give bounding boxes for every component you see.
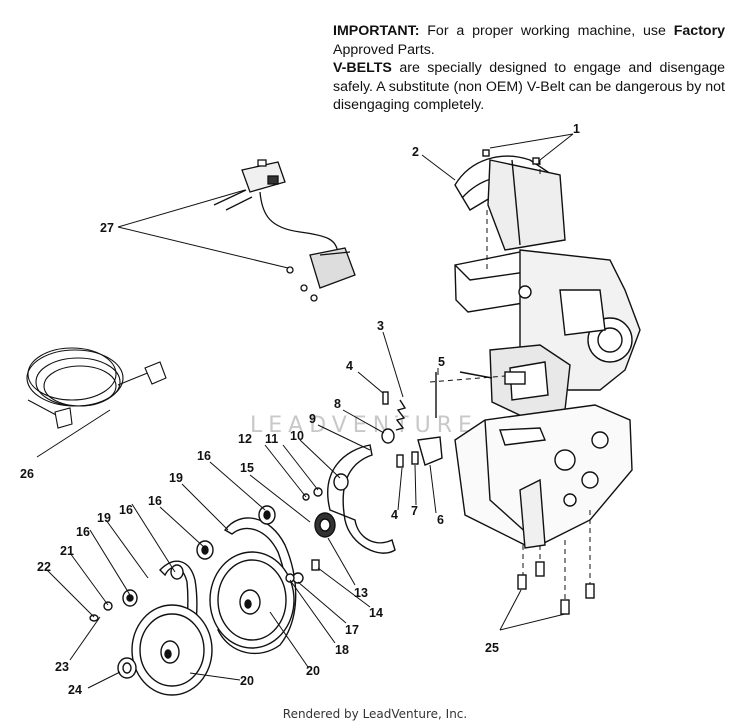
extension-cord [26,347,167,429]
important-notice: IMPORTANT: For a proper working machine,… [333,22,725,115]
callout-16-a: 16 [197,449,211,463]
callout-16-b: 16 [148,494,162,508]
callout-16-d: 16 [76,525,90,539]
callout-5: 5 [438,355,445,369]
callout-20-upper: 20 [306,664,320,678]
callout-4-lower: 4 [391,508,398,522]
pulleys [89,372,443,696]
callout-2: 2 [412,145,419,159]
callout-26: 26 [20,467,34,481]
callout-10: 10 [290,429,304,443]
notice-factory-word: Factory [673,23,725,39]
callout-12: 12 [238,432,252,446]
callout-15: 15 [240,461,254,475]
callout-6: 6 [437,513,444,527]
callout-7: 7 [411,504,418,518]
callout-3: 3 [377,319,384,333]
notice-important-label: IMPORTANT: [333,23,420,39]
notice-line2: Approved Parts. [333,41,435,58]
electric-starter-switch [213,159,356,302]
callout-14: 14 [369,606,383,620]
callout-4-upper: 4 [346,359,353,373]
engine-assembly [429,149,641,615]
frame-plate [454,404,633,546]
footer-credit: Rendered by LeadVenture, Inc. [282,707,468,721]
callout-1: 1 [573,122,580,136]
notice-vbelts-text: are specially designed to engage and dis… [333,60,725,113]
chute-body [487,159,566,251]
callouts: 1 2 3 4 5 8 9 10 11 12 16 15 19 16 16 16… [20,122,580,697]
leader-lines [36,133,574,689]
callout-19-a: 19 [169,471,183,485]
callout-13: 13 [354,586,368,600]
callout-8: 8 [334,397,341,411]
callout-18: 18 [335,643,349,657]
callout-21: 21 [60,544,74,558]
callout-22: 22 [37,560,51,574]
callout-25: 25 [485,641,499,655]
notice-line1: For a proper working machine, use [419,23,674,39]
callout-24: 24 [68,683,82,697]
watermark-text: LEADVENTURE [250,413,478,438]
callout-20-lower: 20 [240,674,254,688]
callout-23: 23 [55,660,69,674]
callout-16-c: 16 [119,503,133,517]
callout-19-b: 19 [97,511,111,525]
callout-27: 27 [100,221,114,235]
callout-9: 9 [309,412,316,426]
callout-17: 17 [345,623,359,637]
callout-11: 11 [265,432,278,446]
notice-vbelts-label: V-BELTS [333,60,392,76]
